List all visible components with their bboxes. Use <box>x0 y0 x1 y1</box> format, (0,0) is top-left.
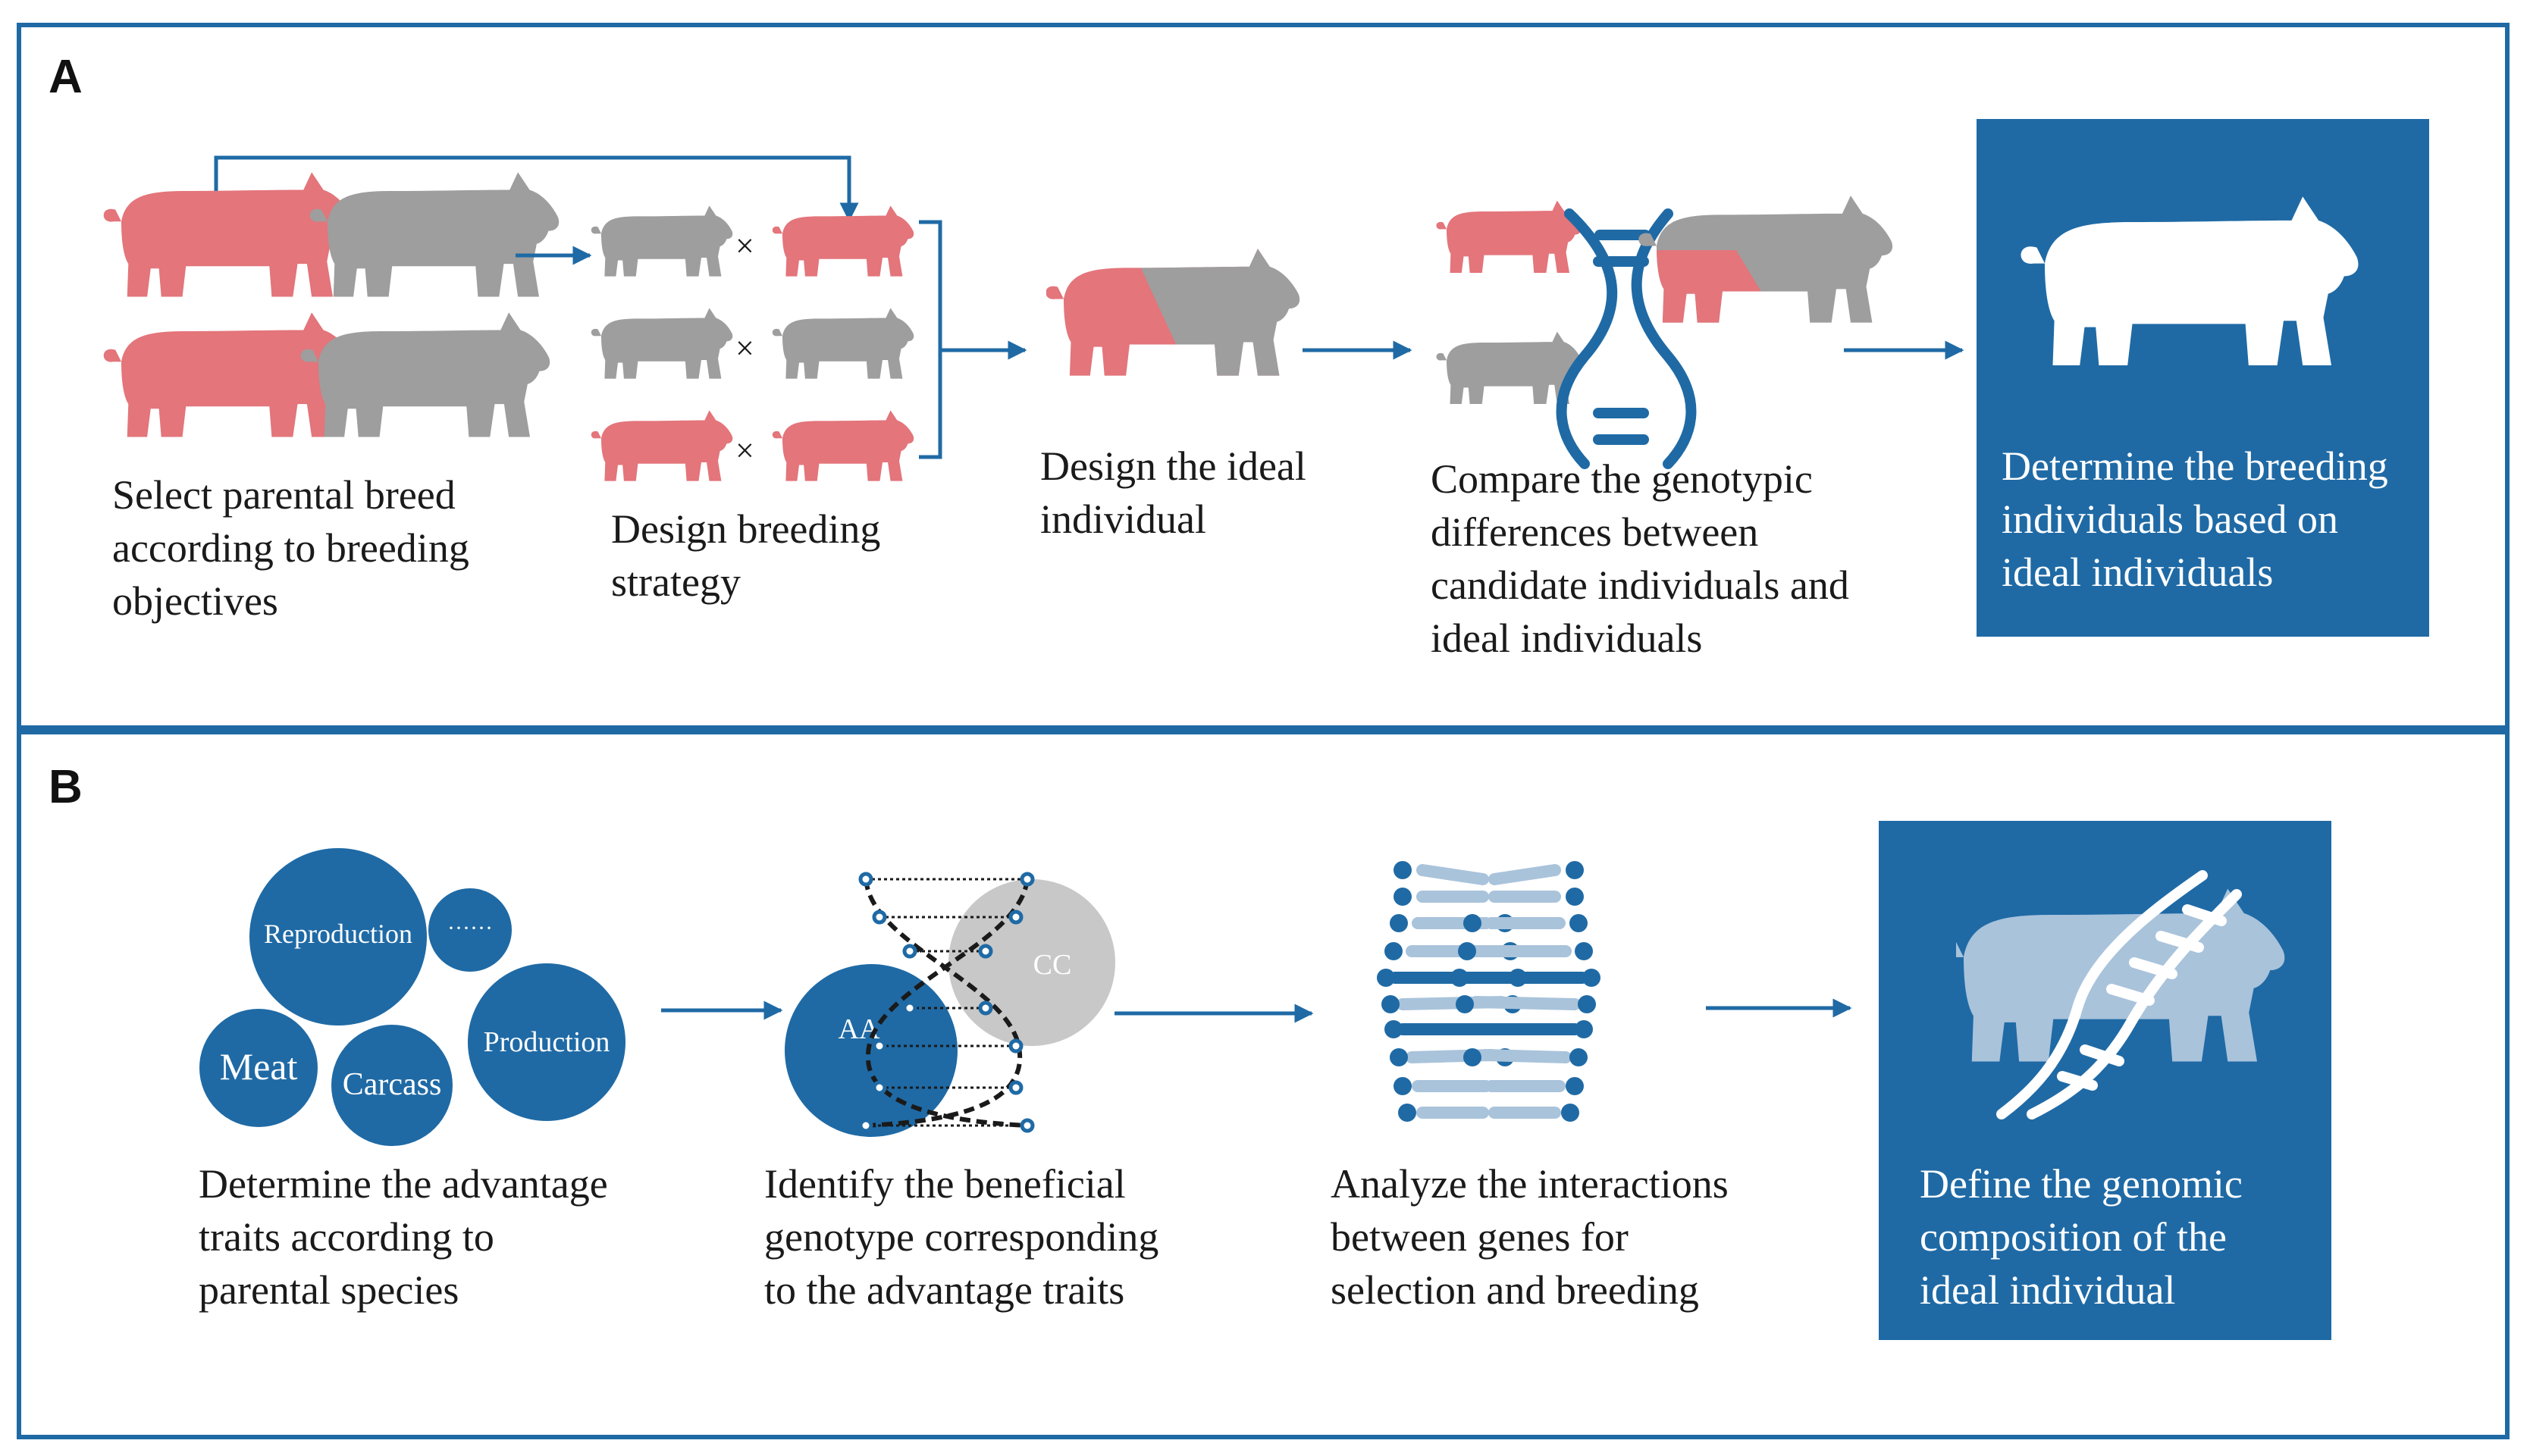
circle-carcass <box>331 1025 453 1146</box>
bracket <box>919 220 942 459</box>
circle-production <box>468 963 625 1121</box>
cross-pig-3r <box>772 410 914 481</box>
panel-a-label: A <box>49 51 83 103</box>
cross-pig-3l <box>591 410 733 481</box>
caption-b3: Analyze the interactions between genes f… <box>1331 1161 1729 1313</box>
trait-circles: Reproduction ······ Production Meat Carc… <box>199 848 625 1146</box>
parent-pig-grey-1 <box>309 172 560 297</box>
label-more: ······ <box>447 916 493 941</box>
candidate-pig-split <box>1638 196 1893 323</box>
cross-symbol-1: × <box>735 227 754 265</box>
panel-b <box>17 730 2510 1439</box>
cross-symbol-2: × <box>735 330 754 367</box>
cross-symbol-3: × <box>735 432 754 469</box>
label-carcass: Carcass <box>343 1067 442 1102</box>
parent-pig-pink-1 <box>103 172 353 297</box>
circle-more <box>428 888 512 972</box>
final-box-a <box>1977 119 2429 637</box>
genotype-helix: CC AA <box>785 872 1115 1137</box>
cross-pig-1r <box>772 205 914 277</box>
gene-interaction-icon <box>1377 861 1600 1122</box>
final-box-b <box>1879 821 2331 1340</box>
caption-a2: Design breeding strategy <box>611 506 881 605</box>
cross-pig-2r <box>772 308 914 379</box>
caption-a3: Design the ideal individual <box>1040 443 1306 542</box>
parent-pig-grey-2 <box>300 312 550 437</box>
caption-a5: Determine the breeding individuals based… <box>2002 443 2388 595</box>
panel-b-label: B <box>49 761 83 813</box>
label-cc: CC <box>1033 949 1072 981</box>
parent-pig-pink-2 <box>103 312 353 437</box>
caption-a1: Select parental breed according to breed… <box>112 472 469 624</box>
caption-a4: Compare the genotypic differences betwee… <box>1431 456 1849 661</box>
caption-b2: Identify the beneficial genotype corresp… <box>764 1161 1159 1313</box>
label-production: Production <box>484 1026 610 1058</box>
ideal-pig <box>1046 249 1300 376</box>
pig-dna-icon <box>1956 870 2285 1119</box>
caption-b1: Determine the advantage traits according… <box>199 1161 608 1313</box>
label-reproduction: Reproduction <box>264 919 412 949</box>
label-meat: Meat <box>220 1045 298 1088</box>
cross-pig-1l <box>591 205 733 277</box>
cross-pig-2l <box>591 308 733 379</box>
dna-icon-a <box>1556 208 1697 469</box>
panel-a <box>17 23 2510 730</box>
candidate-pig-pink <box>1436 200 1582 273</box>
circle-meat <box>199 1009 318 1127</box>
loop-arrow <box>214 155 859 222</box>
circle-reproduction <box>249 848 427 1025</box>
caption-b4: Define the genomic composition of the id… <box>1920 1161 2243 1313</box>
